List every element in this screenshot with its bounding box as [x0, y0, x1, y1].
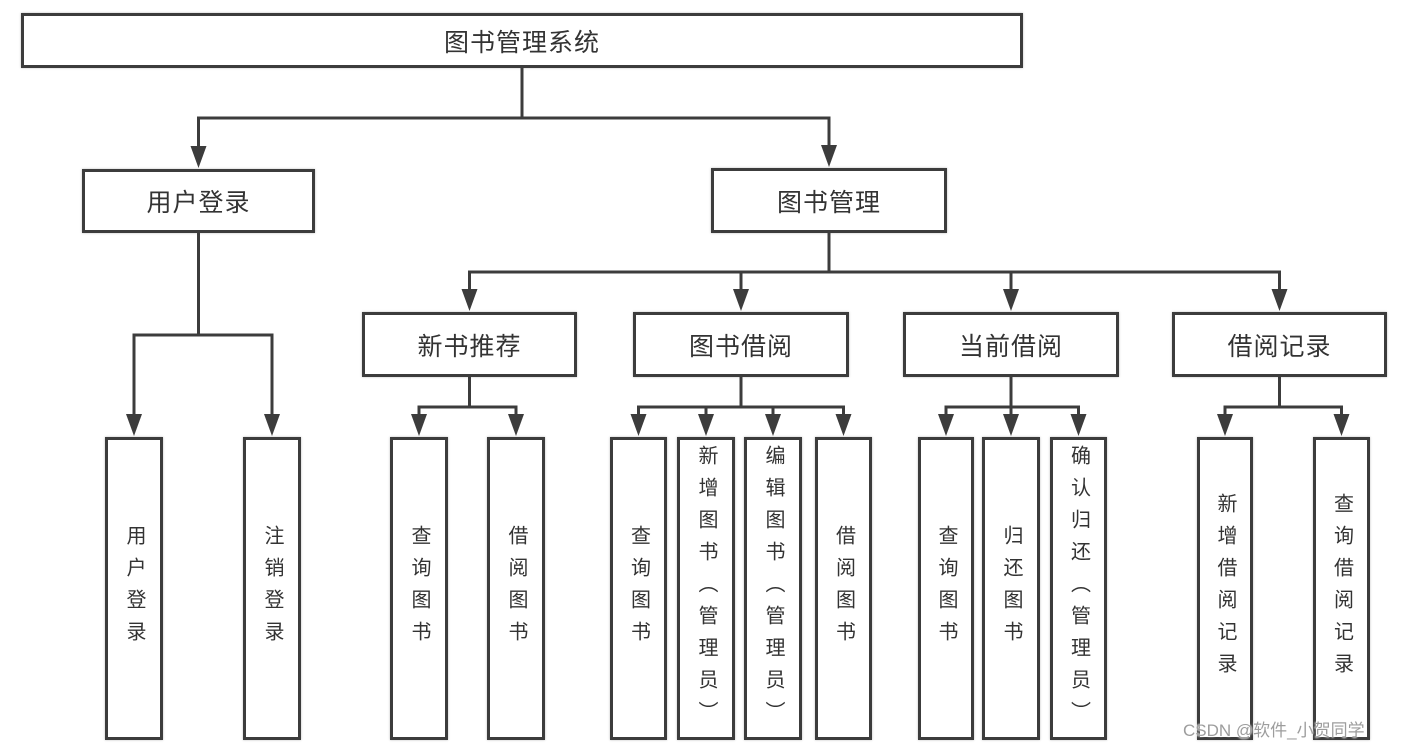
arrowhead-user-login-to-logout-leaf — [264, 414, 280, 436]
arrowhead-borrow-records-to-br-query-record — [1333, 414, 1350, 436]
edge-book-mgmt — [468, 231, 1281, 294]
arrowhead-user-login-to-user-login-leaf — [126, 414, 142, 436]
arrowhead-borrow-records-to-br-add-record — [1217, 414, 1233, 436]
csdn-watermark: CSDN @软件_小贺同学 — [1183, 721, 1365, 740]
edge-user-login — [132, 231, 274, 419]
node-label-borrow-records: 借阅记录 — [1227, 332, 1332, 361]
node-label-cb-confirm-return: 确认归还（管理员） — [1067, 444, 1090, 733]
node-cb-return-books: 归还图书 — [982, 437, 1040, 740]
node-cb-query-books: 查询图书 — [918, 437, 974, 740]
node-label-nb-query-books: 查询图书 — [408, 524, 430, 653]
node-label-new-book-rec: 新书推荐 — [417, 332, 522, 361]
node-bb-add-books: 新增图书（管理员） — [677, 437, 735, 740]
node-bb-query-books: 查询图书 — [610, 437, 667, 740]
node-user-login-leaf: 用户登录 — [105, 437, 163, 740]
node-label-logout-leaf: 注销登录 — [261, 524, 283, 653]
arrowhead-book-mgmt-to-book-borrow — [733, 289, 749, 311]
edge-current-borrow — [944, 375, 1080, 419]
node-br-add-record: 新增借阅记录 — [1197, 437, 1253, 740]
node-label-cb-return-books: 归还图书 — [1000, 524, 1022, 653]
edge-root — [197, 66, 831, 151]
edge-new-book-rec — [417, 375, 518, 419]
node-borrow-records: 借阅记录 — [1172, 312, 1387, 377]
node-label-nb-borrow-books: 借阅图书 — [505, 524, 527, 653]
node-logout-leaf: 注销登录 — [243, 437, 301, 740]
node-bb-edit-books: 编辑图书（管理员） — [744, 437, 802, 740]
node-root: 图书管理系统 — [21, 13, 1023, 68]
node-label-root: 图书管理系统 — [443, 28, 600, 57]
node-label-cb-query-books: 查询图书 — [935, 524, 957, 653]
node-bb-borrow-books: 借阅图书 — [815, 437, 872, 740]
node-br-query-record: 查询借阅记录 — [1313, 437, 1370, 740]
arrowhead-new-book-rec-to-nb-query-books — [411, 414, 427, 436]
node-label-user-login: 用户登录 — [146, 189, 251, 217]
node-label-book-borrow: 图书借阅 — [688, 332, 793, 361]
node-nb-query-books: 查询图书 — [390, 437, 448, 740]
node-label-current-borrow: 当前借阅 — [958, 332, 1063, 361]
arrowhead-book-borrow-to-bb-add-books — [698, 414, 714, 436]
arrowhead-book-mgmt-to-new-book-rec — [461, 289, 478, 311]
node-nb-borrow-books: 借阅图书 — [487, 437, 545, 740]
arrowhead-current-borrow-to-cb-confirm-return — [1070, 414, 1087, 436]
node-user-login: 用户登录 — [82, 169, 315, 233]
arrowhead-book-borrow-to-bb-edit-books — [765, 414, 781, 436]
arrowhead-book-borrow-to-bb-borrow-books — [835, 414, 852, 436]
arrowhead-new-book-rec-to-nb-borrow-books — [508, 414, 524, 436]
node-cb-confirm-return: 确认归还（管理员） — [1050, 437, 1107, 740]
node-label-bb-add-books: 新增图书（管理员） — [695, 444, 717, 733]
node-book-mgmt: 图书管理 — [711, 168, 947, 233]
arrowhead-book-borrow-to-bb-query-books — [630, 414, 647, 436]
node-label-bb-borrow-books: 借阅图书 — [832, 524, 855, 653]
node-label-bb-edit-books: 编辑图书（管理员） — [762, 444, 784, 733]
node-label-br-add-record: 新增借阅记录 — [1214, 492, 1236, 685]
arrowhead-current-borrow-to-cb-query-books — [938, 414, 954, 436]
arrowhead-current-borrow-to-cb-return-books — [1003, 414, 1019, 436]
node-new-book-rec: 新书推荐 — [362, 312, 577, 377]
edge-book-borrow — [637, 375, 845, 419]
arrowhead-root-to-user-login — [190, 146, 207, 168]
arrowhead-book-mgmt-to-current-borrow — [1003, 289, 1019, 311]
node-label-book-mgmt: 图书管理 — [776, 188, 881, 217]
arrowhead-book-mgmt-to-borrow-records — [1271, 289, 1288, 311]
node-book-borrow: 图书借阅 — [633, 312, 849, 377]
node-current-borrow: 当前借阅 — [903, 312, 1119, 377]
node-label-bb-query-books: 查询图书 — [627, 524, 650, 653]
node-label-br-query-record: 查询借阅记录 — [1330, 492, 1353, 685]
node-label-user-login-leaf: 用户登录 — [123, 524, 145, 653]
arrowhead-root-to-book-mgmt — [821, 145, 837, 167]
edge-borrow-records — [1223, 375, 1343, 419]
